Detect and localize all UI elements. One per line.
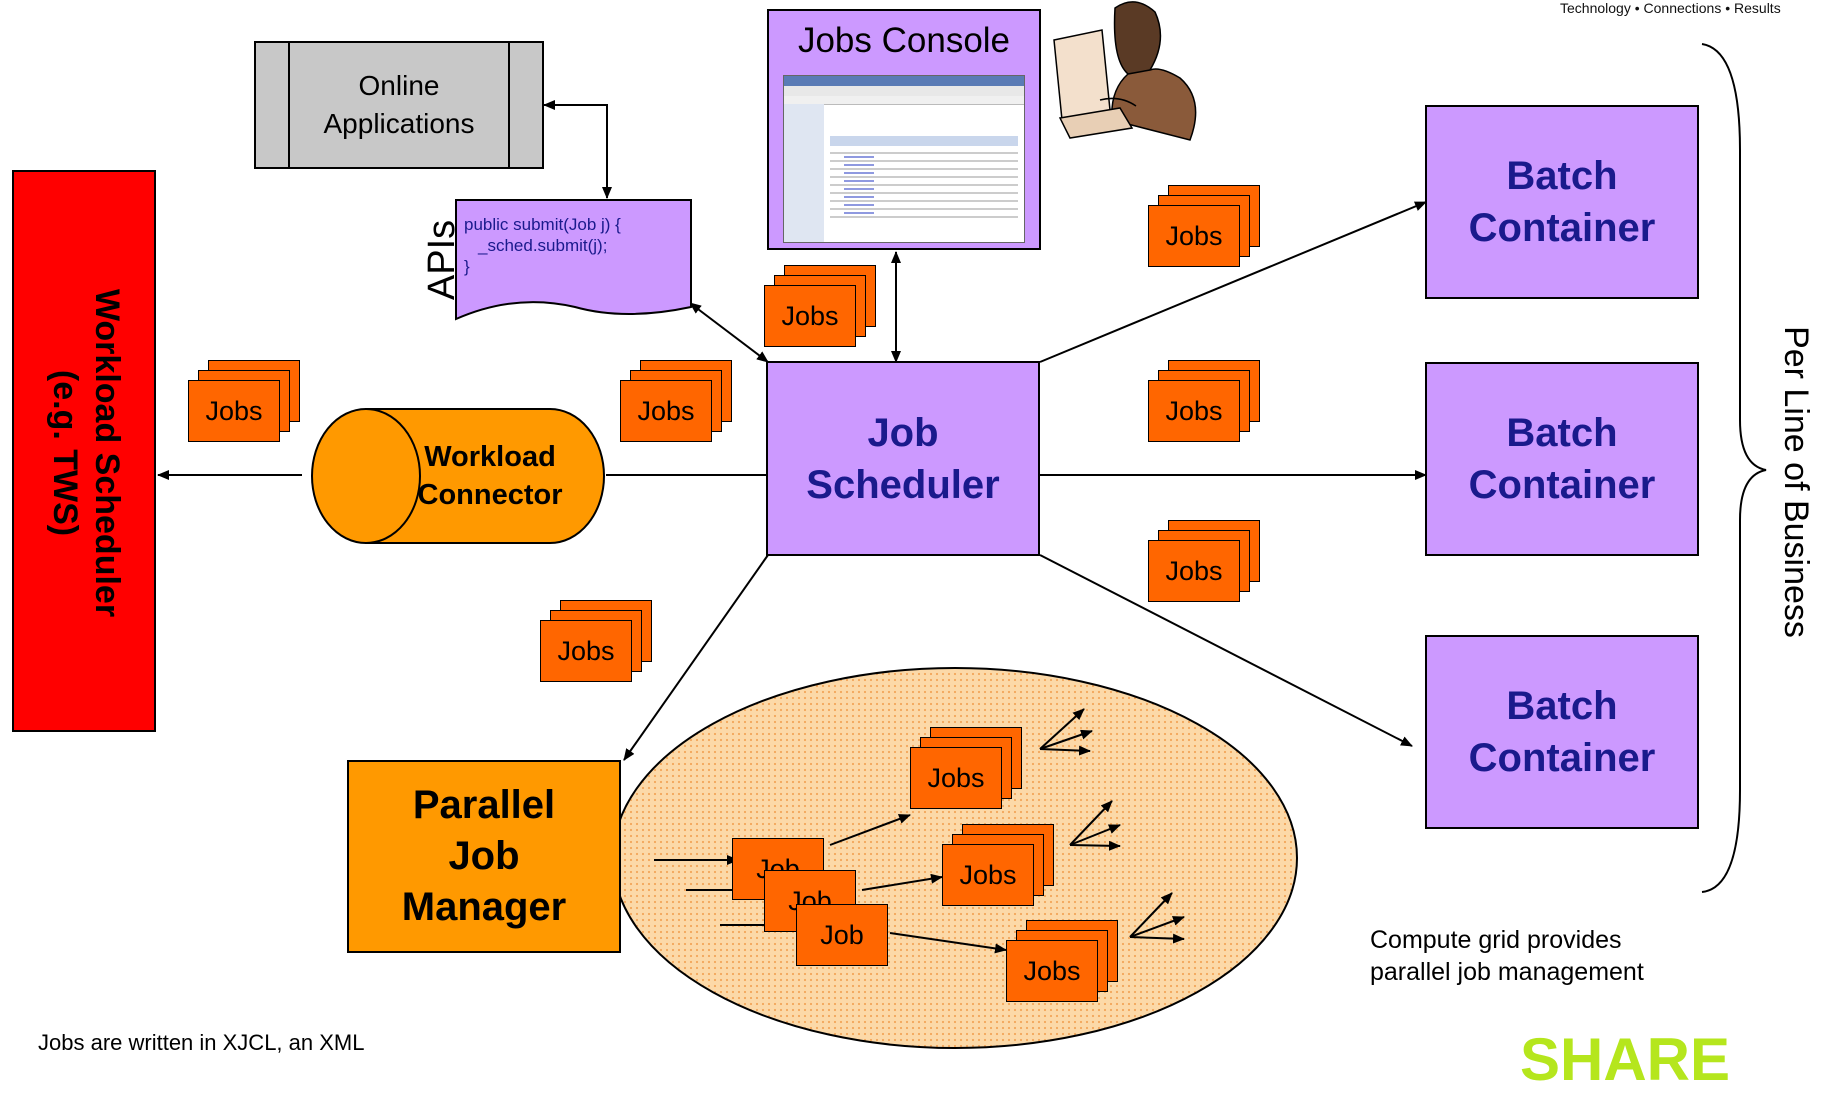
parallel-job-manager-line2: Job bbox=[448, 834, 520, 878]
arrow-to-batch-1 bbox=[1039, 201, 1427, 363]
api-document-shape bbox=[455, 199, 692, 321]
online-applications-line1: Online bbox=[358, 70, 440, 101]
arrow-online-to-api bbox=[543, 100, 612, 199]
batch-container-1: Batch Container bbox=[1425, 105, 1699, 299]
diagram-canvas: Workload Scheduler (e.g. TWS) Online App… bbox=[12, 0, 1815, 1090]
jobs-stack-grid-1: Jobs bbox=[910, 727, 1022, 809]
parallel-job-manager-line3: Manager bbox=[401, 885, 567, 929]
compute-grid-note: Compute grid provides parallel job manag… bbox=[1370, 924, 1700, 988]
arrow-to-batch-3 bbox=[1039, 554, 1413, 747]
header-tagline: Technology • Connections • Results bbox=[1560, 0, 1781, 16]
batch-container-2: Batch Container bbox=[1425, 362, 1699, 556]
batch-container-1-line1: Batch bbox=[1506, 154, 1618, 198]
per-line-brace bbox=[1701, 43, 1767, 893]
jobs-stack-grid-3: Jobs bbox=[1006, 920, 1118, 1002]
person-at-computer-icon bbox=[1053, 1, 1197, 141]
job-scheduler-box: Job Scheduler bbox=[766, 361, 1040, 556]
api-code-block: public submit(Job j) { _sched.submit(j);… bbox=[464, 214, 694, 277]
batch-container-3: Batch Container bbox=[1425, 635, 1699, 829]
api-code-line2: _sched.submit(j); bbox=[478, 236, 608, 255]
per-line-of-business-label: Per Line of Business bbox=[1777, 326, 1815, 638]
jobs-stack-grid-2: Jobs bbox=[942, 824, 1054, 906]
share-logo: SHARE bbox=[1520, 1026, 1731, 1093]
online-applications-line2: Applications bbox=[323, 108, 475, 139]
jobs-stack-batch-3: Jobs bbox=[1148, 520, 1260, 602]
online-applications-box: Online Applications bbox=[254, 41, 544, 169]
jobs-stack-connector: Jobs bbox=[620, 360, 732, 442]
workload-connector-cylinder bbox=[311, 408, 605, 544]
arrow-api-to-scheduler bbox=[689, 302, 769, 363]
batch-container-3-line2: Container bbox=[1468, 736, 1656, 780]
workload-scheduler-line1: Workload Scheduler bbox=[88, 288, 126, 618]
compute-grid-note-line1: Compute grid provides bbox=[1370, 926, 1622, 954]
workload-connector-line2: Connector bbox=[417, 479, 563, 511]
job-card-3: Job bbox=[796, 904, 888, 966]
jobs-console-box: Jobs Console bbox=[767, 9, 1041, 250]
arrow-to-parallel-manager bbox=[623, 554, 769, 761]
job-scheduler-line1: Job bbox=[867, 410, 939, 455]
batch-container-2-line1: Batch bbox=[1506, 411, 1618, 455]
batch-container-1-line2: Container bbox=[1468, 206, 1656, 250]
jobs-stack-left: Jobs bbox=[188, 360, 300, 442]
workload-scheduler-line2: (e.g. TWS) bbox=[46, 369, 84, 537]
workload-scheduler-box: Workload Scheduler (e.g. TWS) bbox=[12, 170, 156, 732]
console-screenshot-image bbox=[783, 75, 1025, 243]
footer-note: Jobs are written in XJCL, an XML bbox=[38, 1030, 365, 1055]
parallel-job-manager-box: Parallel Job Manager bbox=[347, 760, 621, 953]
batch-container-3-line1: Batch bbox=[1506, 684, 1618, 728]
jobs-stack-batch-2: Jobs bbox=[1148, 360, 1260, 442]
connector-lines bbox=[157, 43, 1767, 893]
workload-connector-label: Workload Connector bbox=[400, 430, 580, 522]
jobs-console-title: Jobs Console bbox=[797, 21, 1011, 60]
compute-grid-note-line2: parallel job management bbox=[1370, 958, 1644, 986]
parallel-job-manager-line1: Parallel bbox=[412, 783, 556, 827]
job-scheduler-line2: Scheduler bbox=[806, 462, 1000, 507]
workload-connector-line1: Workload bbox=[424, 441, 556, 473]
jobs-stack-parallel: Jobs bbox=[540, 600, 652, 682]
api-code-line1: public submit(Job j) { bbox=[464, 215, 621, 234]
jobs-stack-console: Jobs bbox=[764, 265, 876, 347]
batch-container-2-line2: Container bbox=[1468, 463, 1656, 507]
api-code-line3: } bbox=[464, 257, 470, 276]
jobs-stack-batch-1: Jobs bbox=[1148, 185, 1260, 267]
